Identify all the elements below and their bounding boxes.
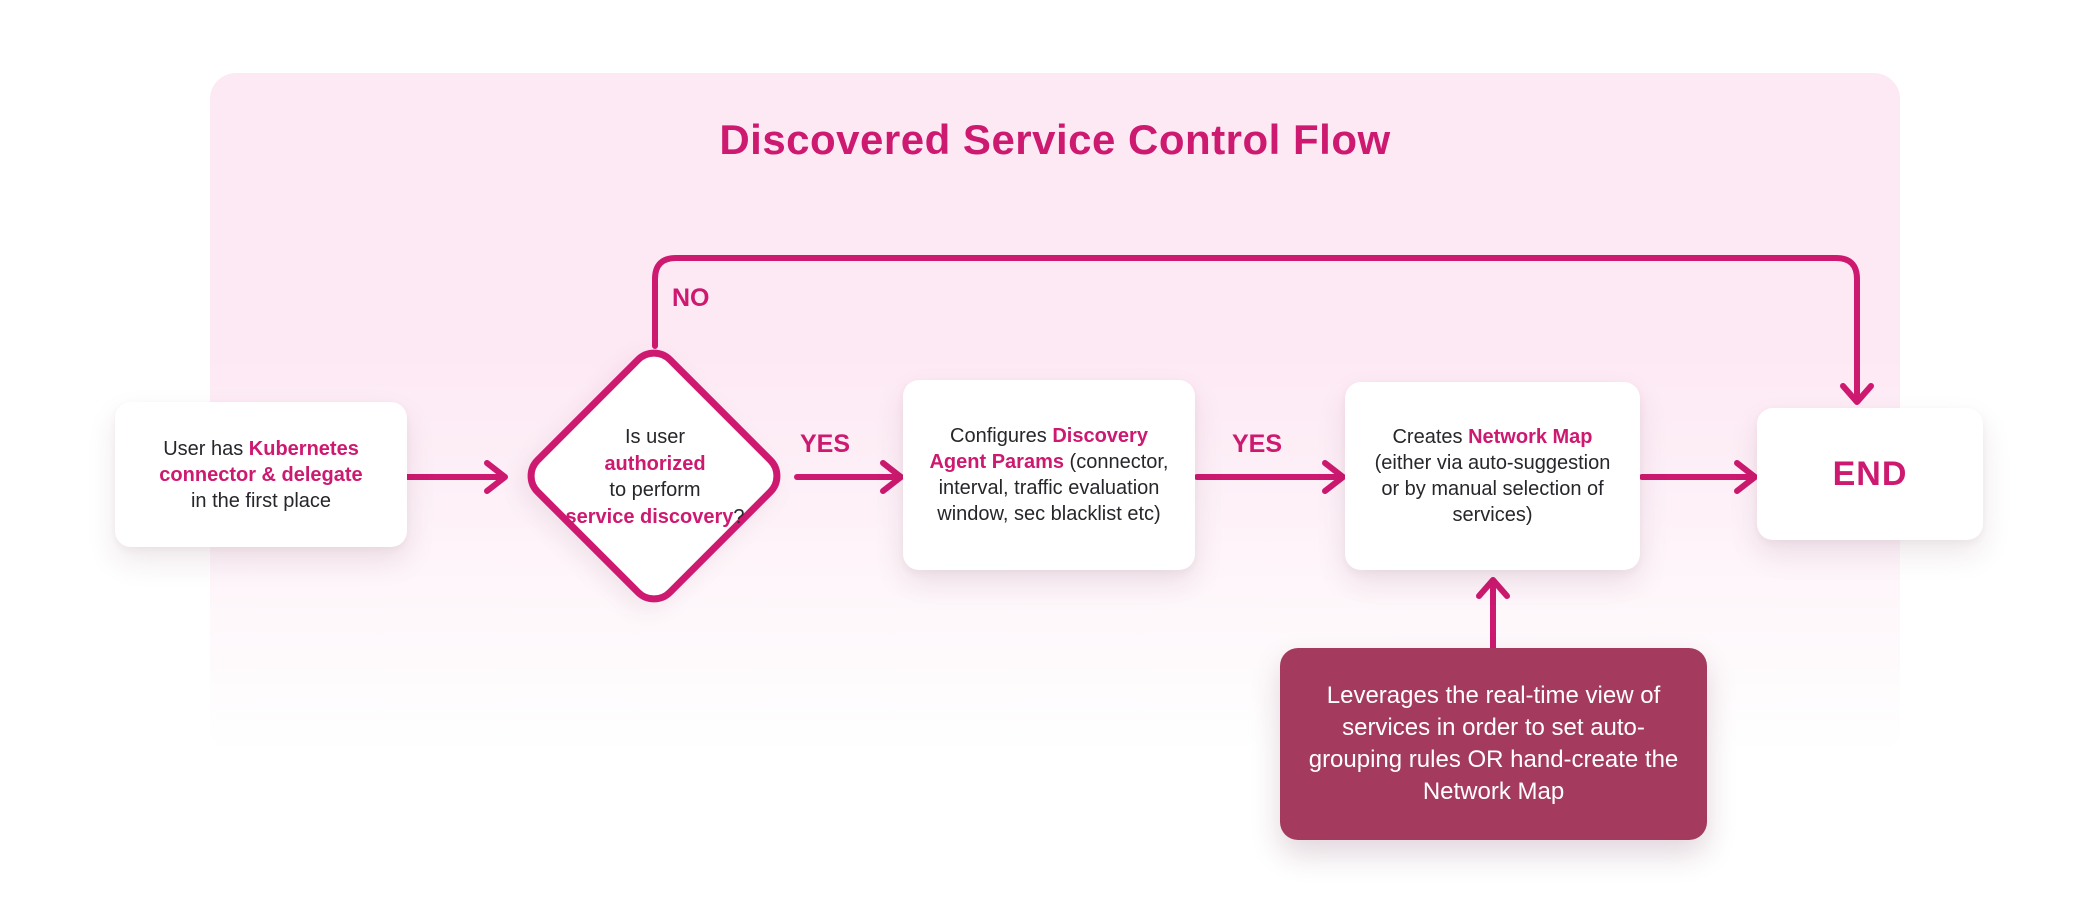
edge-label-yes-2: YES [1232, 430, 1283, 458]
node-decision-highlight-service-discovery: service discovery [565, 505, 734, 528]
node-end-label: END [1832, 455, 1908, 493]
note-box: Leverages the real-time view of services… [1280, 648, 1707, 840]
node-decision-highlight-authorized: authorized [604, 452, 706, 475]
node-configure-text: Configures Discovery Agent Params (conne… [929, 425, 1169, 525]
node-configure-highlight: Discovery Agent Params [929, 425, 1148, 473]
edge-label-yes-1: YES [800, 430, 851, 458]
node-configure: Configures Discovery Agent Params (conne… [903, 380, 1195, 570]
node-start-text: User has Kubernetes connector & delegate… [159, 437, 363, 512]
node-end: END [1757, 408, 1983, 540]
node-start-highlight: Kubernetes connector & delegate [159, 437, 363, 486]
node-create-highlight: Network Map [1468, 426, 1593, 448]
node-decision-text: Is user authorized to perform service di… [565, 426, 745, 528]
node-create-text: Creates Network Map (either via auto-sug… [1374, 426, 1611, 526]
node-create: Creates Network Map (either via auto-sug… [1345, 382, 1640, 570]
note-text: Leverages the real-time view of services… [1308, 682, 1679, 805]
edge-label-no: NO [672, 284, 710, 312]
node-start: User has Kubernetes connector & delegate… [115, 402, 407, 547]
page-title: Discovered Service Control Flow [719, 116, 1391, 163]
